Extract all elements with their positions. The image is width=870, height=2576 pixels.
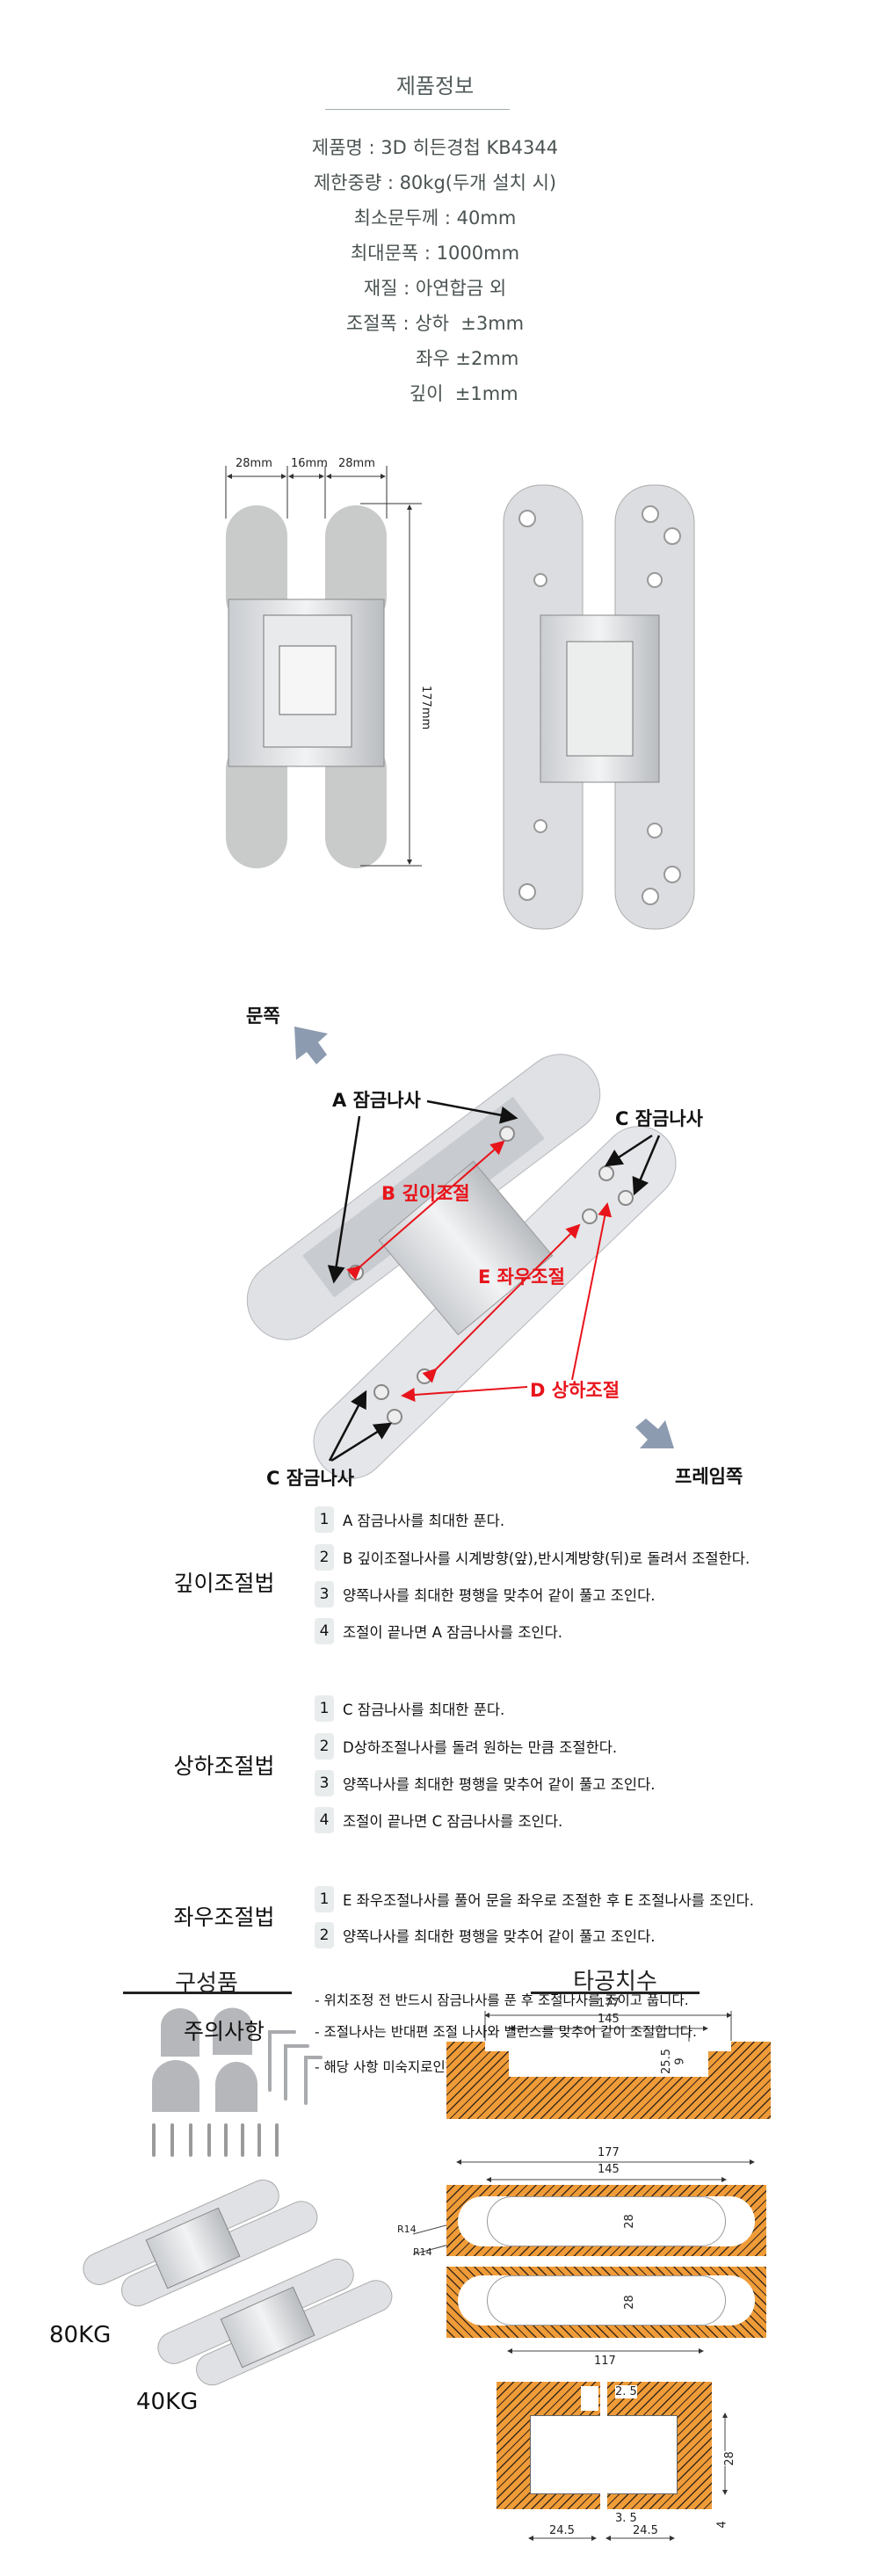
b-depth-adjust-label: B 깊이조절: [381, 1183, 470, 1204]
step-number: 3: [315, 1770, 334, 1796]
step-text: B 깊이조절나사를 시계방향(앞),반시계방향(뒤)로 돌려서 조절한다.: [343, 1550, 750, 1567]
cutout-plan-section: [497, 2382, 712, 2509]
step-number: 4: [315, 1618, 334, 1644]
caution-heading: 주의사항: [183, 2019, 265, 2044]
dim-25-5: 25.5: [659, 2049, 673, 2074]
step-number: 2: [315, 1544, 334, 1571]
depth-step: 1 A 잠금나사를 최대한 푼다.: [315, 1506, 504, 1533]
dim-3-5: 3. 5: [615, 2512, 637, 2525]
ud-step: 1 C 잠금나사를 최대한 푼다.: [315, 1695, 504, 1722]
cutout-top-section: [446, 2185, 766, 2256]
c-lock-screw-top-label: C 잠금나사: [615, 1108, 704, 1129]
spec-adjust-depth: 깊이 ±1mm: [362, 383, 518, 404]
lr-adjust-heading: 좌우조절법: [173, 1905, 275, 1930]
dim-r14-inner: R14: [413, 2246, 432, 2258]
dim-left-width: 28mm: [236, 457, 272, 470]
hinge-pair-photo: [83, 2179, 393, 2386]
title-divider: [325, 109, 510, 110]
depth-step: 4 조절이 끝나면 A 잠금나사를 조인다.: [315, 1618, 562, 1644]
dim-28-plan: 28: [722, 2451, 736, 2466]
frame-side-label: 프레임쪽: [675, 1466, 743, 1487]
spec-min-thickness: 최소문두께 : 40mm: [353, 207, 517, 229]
ud-step: 3 양쪽나사를 최대한 평행을 맞추어 같이 풀고 조인다.: [315, 1770, 656, 1796]
step-text: 조절이 끝나면 C 잠금나사를 조인다.: [343, 1813, 563, 1830]
hinge-back-view: [503, 484, 695, 930]
spec-product-name: 제품명 : 3D 히든경첩 KB4344: [311, 137, 559, 158]
cutout-bottom-section: [446, 2267, 766, 2338]
c-lock-screw-bottom-label: C 잠금나사: [266, 1468, 355, 1489]
spec-adjust-lr: 좌우 ±2mm: [368, 348, 519, 369]
depth-step: 3 양쪽나사를 최대한 평행을 맞추어 같이 풀고 조인다.: [315, 1581, 656, 1607]
dim-28-bottom: 28: [622, 2295, 636, 2310]
dim-145-side: 145: [598, 2013, 620, 2026]
step-text: D상하조절나사를 돌려 원하는 만큼 조절한다.: [343, 1739, 618, 1756]
step-text: 조절이 끝나면 A 잠금나사를 조인다.: [343, 1624, 563, 1641]
step-text: C 잠금나사를 최대한 푼다.: [343, 1702, 505, 1718]
caution-note: - 조절나사는 반대편 조절 나사와 밸런스를 맞추어 같이 조절합니다.: [315, 2024, 697, 2040]
step-number: 1: [315, 1886, 334, 1912]
cutout-title: 타공치수: [573, 1969, 657, 1995]
step-number: 4: [315, 1807, 334, 1833]
ud-step: 4 조절이 끝나면 C 잠금나사를 조인다.: [315, 1807, 562, 1833]
e-lr-adjust-label: E 좌우조절: [478, 1266, 565, 1288]
lr-step: 2 양쪽나사를 최대한 평행을 맞추어 같이 풀고 조인다.: [315, 1922, 656, 1948]
dim-24-5-right: 24.5: [633, 2524, 658, 2537]
dim-145-top: 145: [598, 2163, 620, 2176]
depth-step: 2 B 깊이조절나사를 시계방향(앞),반시계방향(뒤)로 돌려서 조절한다.: [315, 1544, 750, 1571]
step-number: 3: [315, 1581, 334, 1607]
step-text: 양쪽나사를 최대한 평행을 맞추어 같이 풀고 조인다.: [343, 1587, 656, 1604]
depth-adjust-heading: 깊이조절법: [173, 1571, 275, 1596]
spec-material: 재질 : 아연합금 외: [363, 278, 507, 299]
ud-step: 2 D상하조절나사를 돌려 원하는 만큼 조절한다.: [315, 1733, 617, 1760]
step-text: A 잠금나사를 최대한 푼다.: [343, 1513, 505, 1529]
dim-right-width: 28mm: [338, 457, 375, 470]
step-number: 2: [315, 1733, 334, 1760]
dim-4: 4: [715, 2521, 729, 2529]
step-text: 양쪽나사를 최대한 평행을 맞추어 같이 풀고 조인다.: [343, 1776, 656, 1793]
dim-177-top: 177: [598, 2146, 620, 2159]
cutout-side-section: [446, 2042, 771, 2119]
door-side-arrow: [294, 1027, 328, 1064]
ud-adjust-heading: 상하조절법: [173, 1753, 275, 1779]
step-number: 1: [315, 1506, 334, 1533]
dim-9: 9: [673, 2057, 687, 2065]
step-number: 1: [315, 1695, 334, 1722]
dim-117: 117: [594, 2355, 616, 2368]
dim-r14-outer: R14: [397, 2224, 417, 2235]
caution-note: - 위치조정 전 반드시 잠금나사를 푼 후 조절나사를 조이고 풉니다.: [315, 1992, 689, 2008]
dim-177-side: 177: [598, 1997, 620, 2010]
product-info-title: 제품정보: [395, 74, 475, 98]
components-divider: [123, 1992, 292, 1994]
spec-adjust-ud: 조절폭 : 상하 ±3mm: [345, 313, 525, 334]
dim-24-5-left: 24.5: [549, 2524, 575, 2537]
step-text: E 좌우조절나사를 풀어 문을 좌우로 조절한 후 E 조절나사를 조인다.: [343, 1892, 754, 1909]
dim-2-5: 2. 5: [615, 2385, 637, 2398]
dim-height: 177mm: [419, 686, 432, 730]
dim-middle-width: 16mm: [291, 457, 328, 470]
step-number: 2: [315, 1922, 334, 1948]
label-80kg: 80KG: [49, 2322, 112, 2348]
hinge-front-view: [226, 505, 387, 868]
a-lock-screw-label: A 잠금나사: [332, 1090, 421, 1111]
lr-step: 1 E 좌우조절나사를 풀어 문을 좌우로 조절한 후 E 조절나사를 조인다.: [315, 1886, 754, 1912]
spec-weight-limit: 제한중량 : 80kg(두개 설치 시): [313, 172, 557, 193]
dim-28-top: 28: [622, 2214, 636, 2229]
door-side-label: 문쪽: [246, 1005, 280, 1027]
step-text: 양쪽나사를 최대한 평행을 맞추어 같이 풀고 조인다.: [343, 1928, 656, 1945]
callout-arrows: [327, 1099, 661, 1462]
frame-side-arrow: [635, 1419, 674, 1448]
cutout-divider: [531, 1992, 700, 1994]
dimension-lines: [225, 466, 422, 867]
d-ud-adjust-label: D 상하조절: [530, 1380, 620, 1401]
spec-max-width: 최대문폭 : 1000mm: [350, 243, 520, 264]
components-photo: [152, 2007, 323, 2157]
label-40kg: 40KG: [136, 2389, 199, 2415]
